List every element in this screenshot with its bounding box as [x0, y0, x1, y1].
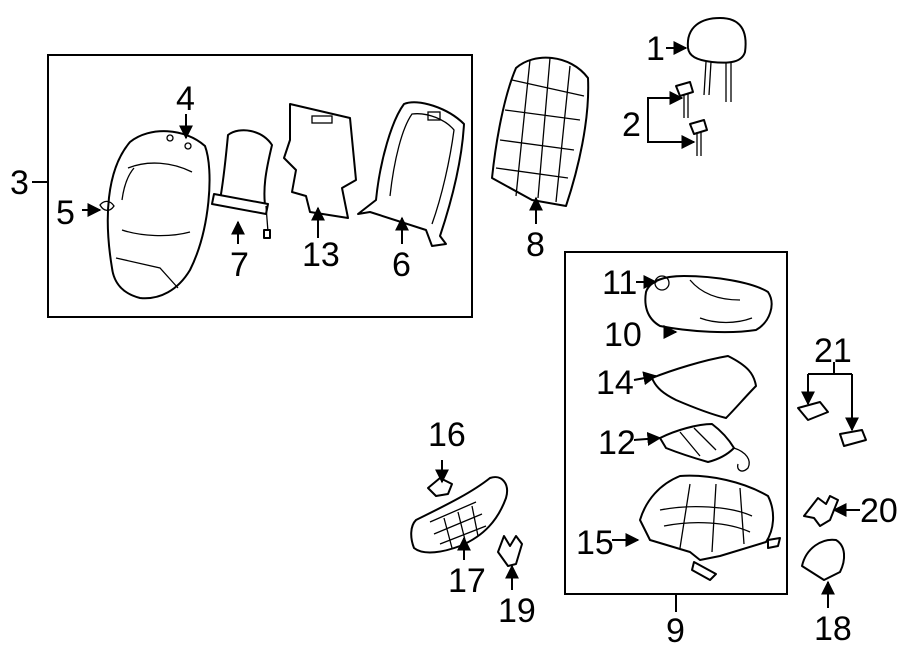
callout-1: 1	[646, 30, 665, 68]
callout-15: 15	[576, 524, 614, 562]
seatback-rear-panel-part	[491, 56, 590, 207]
seatback-group-box	[47, 54, 473, 318]
headrest-part	[686, 17, 747, 102]
callout-19: 19	[498, 592, 536, 630]
callout-13: 13	[302, 236, 340, 274]
cushion-frame-part	[639, 474, 781, 581]
seatback-pad-part	[283, 103, 357, 219]
side-shield-part	[410, 476, 508, 554]
callout-14: 14	[596, 364, 634, 402]
callout-8: 8	[526, 226, 545, 264]
callout-4: 4	[176, 80, 195, 118]
clip-20-part	[803, 495, 839, 527]
headrest-guide-part	[675, 81, 708, 156]
callout-17: 17	[448, 562, 486, 600]
callout-2: 2	[622, 106, 641, 144]
callout-9: 9	[666, 612, 685, 650]
lumbar-support-part	[211, 129, 273, 239]
recliner-cover-19-part	[497, 535, 523, 567]
seatback-cover-part	[99, 130, 211, 300]
callout-11: 11	[602, 264, 637, 302]
callout-21: 21	[814, 332, 852, 370]
callout-16: 16	[428, 416, 466, 454]
callout-10: 10	[604, 316, 642, 354]
callout-5: 5	[56, 194, 75, 232]
seatback-frame-part	[357, 101, 465, 247]
callout-3: 3	[10, 164, 29, 202]
callout-12: 12	[598, 424, 636, 462]
cushion-pad-part	[651, 355, 757, 419]
cushion-cover-part	[644, 275, 773, 334]
leader-lines	[32, 41, 860, 612]
callout-18: 18	[814, 610, 852, 648]
seat-heater-part	[659, 423, 750, 472]
side-trim-16-part	[427, 477, 453, 497]
callout-7: 7	[230, 246, 249, 284]
cover-21-part	[797, 401, 867, 447]
callout-20: 20	[860, 492, 898, 530]
callout-6: 6	[392, 246, 411, 284]
cover-18-part	[801, 538, 846, 581]
callout-labels: 1 2 3 4 5 6 7 8 9 10 11 12 13 14 15 16 1…	[10, 30, 898, 650]
